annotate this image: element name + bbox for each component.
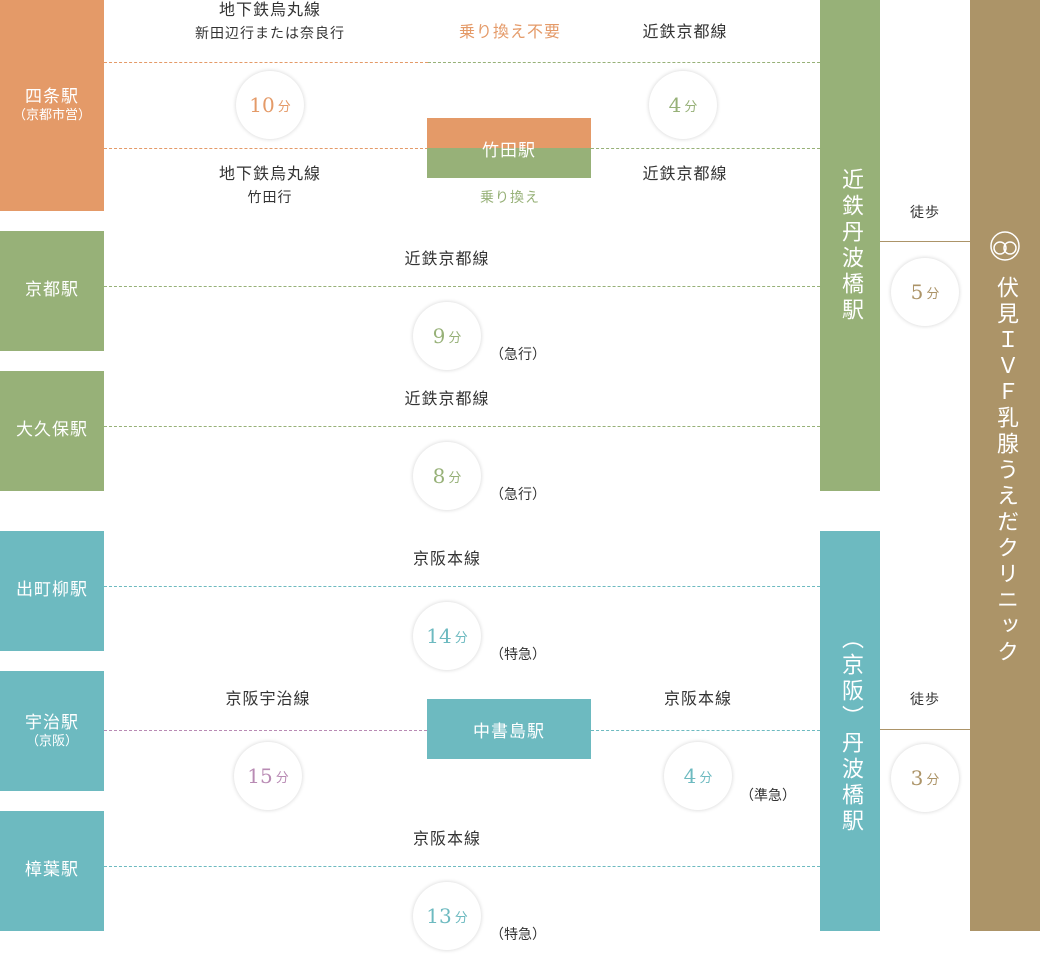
- train-type-note: （急行）: [490, 487, 546, 503]
- station-name: 京都駅: [25, 280, 79, 301]
- time-unit: 分: [454, 910, 468, 926]
- station-demachiyanagi[interactable]: 出町柳駅: [0, 531, 104, 651]
- route-line-label: 近鉄京都線: [642, 164, 728, 183]
- station-sub: （京阪）: [25, 733, 78, 749]
- destination-name: 近鉄丹波橋駅: [838, 167, 863, 324]
- station-keihan-tambabashi[interactable]: （京阪）丹波橋駅: [820, 531, 880, 931]
- time-value: 3: [910, 766, 924, 790]
- route-line-label: 京阪宇治線: [225, 689, 311, 708]
- train-type-note: （特急）: [490, 927, 546, 943]
- walk-label: 徒歩: [910, 692, 940, 708]
- clinic-box[interactable]: 伏見ＩＶＦ乳腺うえだクリニック: [970, 0, 1040, 931]
- station-name: 出町柳駅: [16, 580, 88, 601]
- station-okubo[interactable]: 大久保駅: [0, 371, 104, 491]
- station-kuzuha[interactable]: 樟葉駅: [0, 811, 104, 931]
- no-transfer-label: 乗り換え不要: [458, 22, 562, 41]
- karasuma-line-top: [104, 62, 428, 63]
- time-value: 13: [426, 904, 452, 928]
- route-line-label: 近鉄京都線: [642, 22, 728, 41]
- route-line-label: 京阪本線: [412, 549, 482, 568]
- station-name: 樟葉駅: [25, 860, 79, 881]
- keihan-line-chushojima: [591, 730, 820, 731]
- station-sub: （京都市営）: [12, 108, 91, 124]
- kintetsu-line-okubo: [104, 426, 820, 427]
- time-value: 10: [249, 93, 275, 117]
- time-unit: 分: [448, 330, 462, 346]
- walk-label: 徒歩: [910, 205, 940, 221]
- station-uji[interactable]: 宇治駅 （京阪）: [0, 671, 104, 791]
- time-value: 4: [683, 764, 697, 788]
- kintetsu-line-top: [428, 62, 820, 63]
- double-loop-logo-icon: [990, 231, 1020, 261]
- clinic-name: 伏見ＩＶＦ乳腺うえだクリニック: [993, 276, 1018, 666]
- hub-takeda[interactable]: 竹田駅: [427, 118, 591, 178]
- route-line-label: 近鉄京都線: [404, 389, 490, 408]
- keihan-line-demachi: [104, 586, 820, 587]
- destination-name: （京阪）丹波橋駅: [838, 627, 863, 835]
- train-type-note: （特急）: [490, 647, 546, 663]
- station-name: 宇治駅: [25, 712, 79, 733]
- uji-line: [104, 730, 427, 731]
- route-line-label: 京阪本線: [663, 689, 733, 708]
- station-name: 大久保駅: [16, 420, 88, 441]
- time-unit: 分: [699, 770, 713, 786]
- hub-name: 竹田駅: [482, 140, 536, 161]
- route-line-label: 地下鉄烏丸線: [218, 164, 322, 183]
- time-unit: 分: [448, 470, 462, 486]
- station-kintetsu-tambabashi[interactable]: 近鉄丹波橋駅: [820, 0, 880, 491]
- route-destination-label: 新田辺行または奈良行: [195, 26, 345, 42]
- route-line-label: 地下鉄烏丸線: [218, 0, 322, 19]
- time-value: 5: [910, 280, 924, 304]
- time-value: 15: [247, 764, 273, 788]
- time-value: 9: [432, 324, 446, 348]
- karasuma-line-bottom: [104, 148, 428, 149]
- time-unit: 分: [926, 286, 940, 302]
- time-value: 14: [426, 624, 452, 648]
- time-unit: 分: [684, 99, 698, 115]
- route-destination-label: 竹田行: [247, 190, 293, 206]
- time-unit: 分: [454, 630, 468, 646]
- time-unit: 分: [277, 99, 291, 115]
- route-line-label: 近鉄京都線: [404, 249, 490, 268]
- station-name: 四条駅: [25, 87, 79, 108]
- time-unit: 分: [926, 772, 940, 788]
- station-kyoto[interactable]: 京都駅: [0, 231, 104, 351]
- time-unit: 分: [275, 770, 289, 786]
- time-value: 4: [668, 93, 682, 117]
- kintetsu-line-kyoto: [104, 286, 820, 287]
- time-value: 8: [432, 464, 446, 488]
- transfer-label: 乗り換え: [480, 190, 540, 206]
- train-type-note: （準急）: [740, 788, 796, 804]
- keihan-line-kuzuha: [104, 866, 820, 867]
- route-line-label: 京阪本線: [412, 829, 482, 848]
- train-type-note: （急行）: [490, 347, 546, 363]
- walk-line-keihan: [880, 729, 970, 730]
- kintetsu-line-bottom: [591, 148, 820, 149]
- walk-line-kintetsu: [880, 241, 970, 242]
- hub-chushojima[interactable]: 中書島駅: [427, 699, 591, 759]
- station-shijo[interactable]: 四条駅 （京都市営）: [0, 0, 104, 211]
